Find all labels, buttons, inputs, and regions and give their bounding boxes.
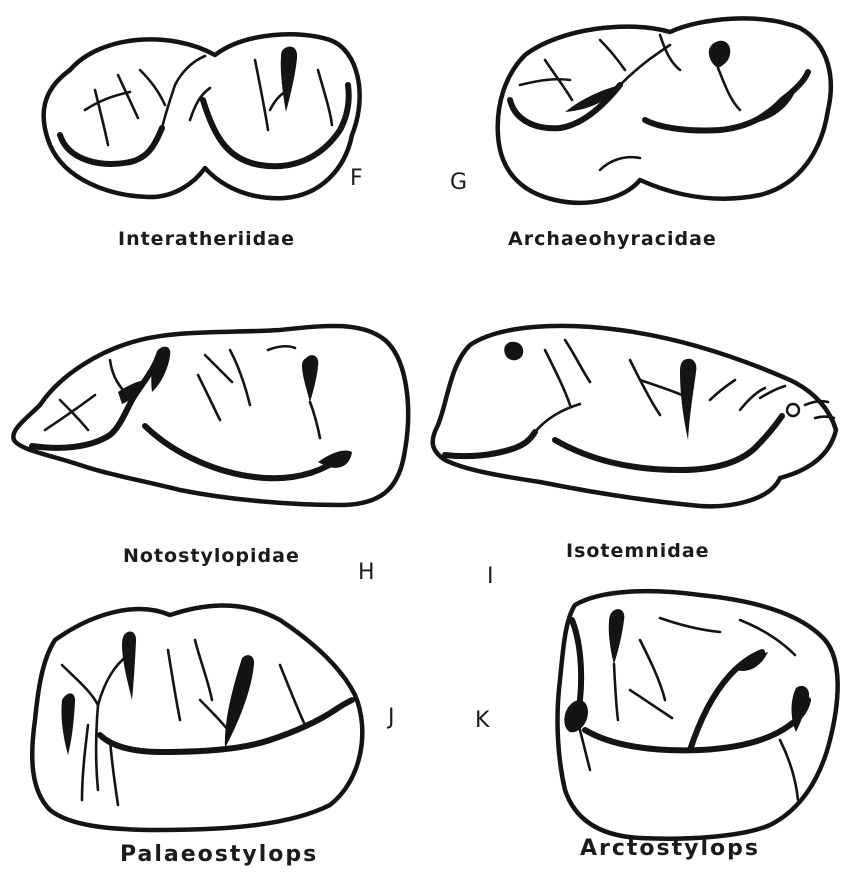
tooth-drawing-k [558,591,838,839]
panel-name-g: Archaeohyracidae [508,228,717,250]
panel-letter-f: F [350,166,363,191]
tooth-drawing-f [44,34,360,198]
panel-letter-i: I [487,564,494,589]
tooth-drawing-j [32,605,362,830]
panel-name-h: Notostylopidae [123,545,300,567]
panel-name-k: Arctostylops [580,836,760,861]
panel-letter-h: H [358,560,375,585]
panel-name-f: Interatheriidae [118,228,295,250]
panel-letter-k: K [475,708,489,733]
tooth-drawing-g [498,18,831,202]
tooth-drawing-h [13,326,408,505]
panel-letter-j: J [388,705,395,730]
panel-name-i: Isotemnidae [566,540,710,562]
tooth-drawing-i [433,326,836,506]
panel-name-j: Palaeostylops [120,842,318,867]
panel-letter-g: G [450,170,467,195]
